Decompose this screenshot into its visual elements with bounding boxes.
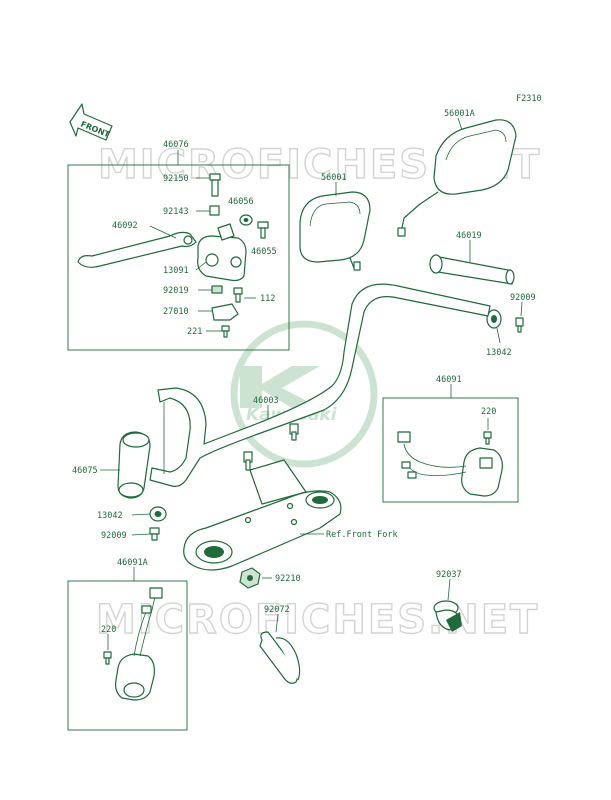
label-46076: 46076 — [163, 140, 189, 150]
screw-92009-left — [149, 527, 160, 541]
label-92009-right: 92009 — [510, 293, 536, 303]
nut-92019 — [211, 285, 223, 294]
label-46055: 46055 — [251, 247, 277, 257]
brake-lever — [77, 231, 197, 268]
nut-92210 — [239, 567, 261, 589]
label-56001: 56001 — [321, 173, 347, 183]
label-220-right: 220 — [481, 407, 496, 417]
label-46092: 46092 — [112, 221, 138, 231]
label-92072: 92072 — [264, 605, 290, 615]
label-13042-right: 13042 — [486, 348, 512, 358]
label-13091: 13091 — [163, 266, 189, 276]
master-cylinder-group-box — [67, 164, 290, 351]
figure-code: F2310 — [516, 94, 542, 104]
front-arrow-icon: FRONT — [69, 103, 113, 141]
label-46019: 46019 — [456, 231, 482, 241]
fork-top-bridge — [183, 459, 342, 571]
ref-front-fork-label: Ref.Front Fork — [326, 530, 398, 540]
label-27010: 27010 — [163, 307, 189, 317]
label-92143: 92143 — [163, 207, 189, 217]
left-switch-housing — [115, 587, 163, 701]
label-92150: 92150 — [163, 174, 189, 184]
switch-27010 — [211, 303, 239, 321]
label-13042-left: 13042 — [97, 511, 123, 521]
handlebar-46003 — [149, 283, 491, 487]
screw-220-right — [483, 431, 492, 445]
left-switch-group-box — [67, 580, 188, 731]
label-56001A: 56001A — [444, 109, 475, 119]
label-92037: 92037 — [436, 570, 462, 580]
screw-92009-right — [515, 317, 524, 333]
screw-46055 — [257, 221, 269, 239]
master-cylinder — [197, 223, 247, 282]
label-220-left: 220 — [101, 625, 116, 635]
clamp-92037 — [433, 600, 462, 632]
mirror-56001A — [397, 119, 517, 237]
label-112: 112 — [260, 294, 275, 304]
collar-92143 — [209, 205, 220, 216]
label-46056: 46056 — [228, 197, 254, 207]
right-switch-housing — [397, 431, 503, 497]
clamp-band-92072 — [259, 631, 301, 684]
mirror-56001 — [299, 191, 371, 271]
label-46091A: 46091A — [117, 558, 148, 568]
label-46075: 46075 — [72, 466, 98, 476]
handlebar-clamp-bolts — [243, 423, 299, 471]
label-46003: 46003 — [253, 396, 279, 406]
bolt-92150 — [209, 173, 221, 197]
watermark-bottom: MICROFICHES.NET — [96, 597, 539, 643]
screw-220-left — [103, 651, 112, 665]
label-92009-left: 92009 — [101, 531, 127, 541]
label-92019: 92019 — [163, 286, 189, 296]
screw-221 — [221, 325, 230, 338]
grip-46019 — [429, 254, 515, 285]
label-92210: 92210 — [275, 574, 301, 584]
label-221: 221 — [187, 327, 202, 337]
screw-112 — [233, 287, 243, 303]
right-switch-group-box — [382, 397, 519, 503]
label-46091: 46091 — [436, 375, 462, 385]
grip-46075 — [117, 431, 151, 499]
